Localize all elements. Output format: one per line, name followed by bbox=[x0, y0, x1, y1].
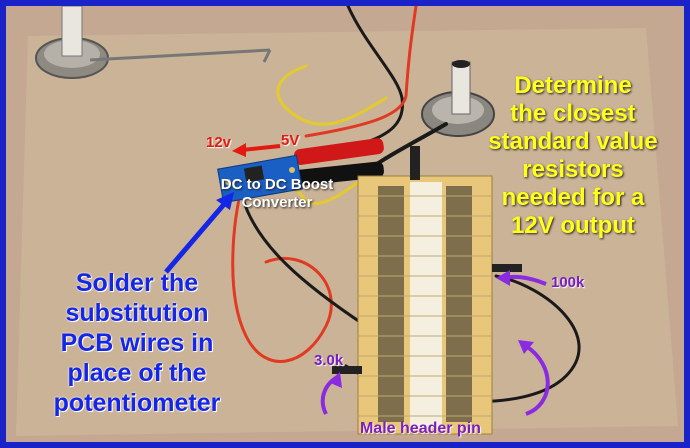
label-5v: 5V bbox=[281, 132, 300, 149]
label-12v: 12v bbox=[206, 134, 232, 151]
arrows bbox=[164, 143, 550, 416]
label-solder-instruction: Solder the substitution PCB wires in pla… bbox=[53, 269, 221, 417]
left-potentiometer-icon bbox=[35, 6, 272, 79]
label-male-header-pin: Male header pin bbox=[360, 420, 481, 437]
substitution-pcb bbox=[332, 146, 522, 435]
label-3k: 3.0k bbox=[314, 352, 344, 369]
boost-converter-pcb bbox=[217, 154, 303, 204]
wooden-board bbox=[16, 28, 678, 436]
right-potentiometer-icon bbox=[421, 60, 495, 137]
project-photo bbox=[6, 6, 684, 442]
photo-stage: Determine the closest standard value res… bbox=[6, 6, 684, 442]
alligator-clips bbox=[293, 138, 384, 186]
label-boost-converter: DC to DC Boost Converter bbox=[220, 176, 334, 211]
heading-determine-resistors: Determine the closest standard value res… bbox=[488, 72, 658, 239]
label-100k: 100k bbox=[551, 274, 585, 291]
